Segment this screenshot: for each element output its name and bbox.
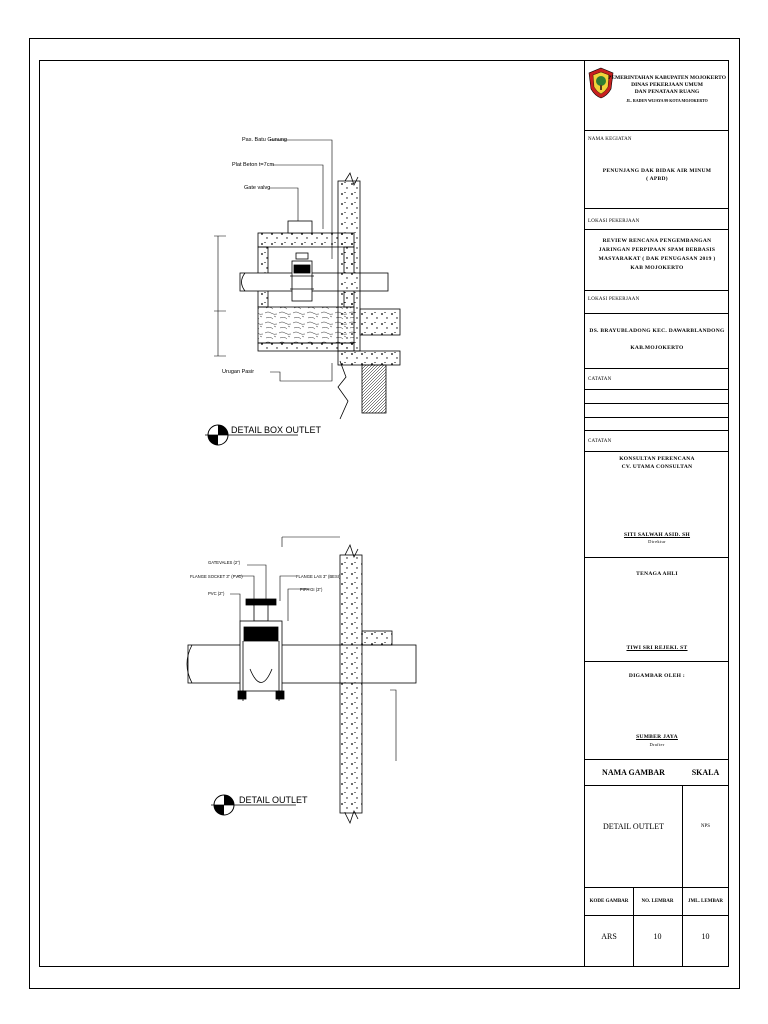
kode-gambar-value: ARS bbox=[601, 932, 617, 941]
no-lembar-label: NO. LEMBAR bbox=[641, 899, 674, 904]
box-outlet-section-symbol bbox=[205, 424, 298, 446]
catatan-2-section: CATATAN KONSULTAN PERENCANA CV. UTAMA CO… bbox=[585, 431, 729, 558]
drafter-name: SUMBER JAYA bbox=[636, 734, 678, 740]
drawing-area: Pas. Batu Gunung Plat Beton t=7cm Gate v… bbox=[186, 137, 417, 825]
box-label-1: Plat Beton t=7cm bbox=[232, 162, 274, 168]
catatan-1-section: CATATAN bbox=[585, 369, 729, 431]
tenaga-ahli-name: TIWI SRI REJEKI. ST bbox=[626, 645, 688, 651]
outlet-label-0: GATEVALES (2") bbox=[208, 560, 241, 565]
agency-line2: DINAS PEKERJAAN UMUM bbox=[631, 82, 703, 88]
catatan-2-label: CATATAN bbox=[588, 439, 612, 444]
agency-header: PEMERINTAHAN KABUPATEN MOJOKERTO DINAS P… bbox=[585, 61, 729, 131]
nama-gambar-values: DETAIL OUTLET NPS bbox=[585, 786, 729, 888]
detail-box-outlet: Pas. Batu Gunung Plat Beton t=7cm Gate v… bbox=[205, 137, 401, 446]
drafter-role: Drafter bbox=[649, 742, 665, 747]
lokasi-2-line1: DS. BRAYUBLADONG KEC. DAWARBLANDONG bbox=[589, 328, 725, 334]
agency-line3: DAN PENATAAN RUANG bbox=[634, 89, 700, 95]
lokasi-pekerjaan-2-label: LOKASI PEKERJAAN bbox=[588, 297, 640, 302]
lokasi-pekerjaan-1-section: LOKASI PEKERJAAN REVIEW RENCANA PENGEMBA… bbox=[585, 209, 729, 291]
nama-kegiatan-label: NAMA KEGIATAN bbox=[588, 137, 632, 142]
sheet-inner-border bbox=[39, 60, 729, 967]
skala-value: NPS bbox=[700, 824, 711, 829]
lokasi-2-line2: KAB.MOJOKERTO bbox=[630, 345, 684, 351]
tenaga-ahli-section: TENAGA AHLI TIWI SRI REJEKI. ST bbox=[585, 558, 729, 662]
kode-gambar-values: ARS 10 10 bbox=[585, 916, 729, 966]
skala-label: SKALA bbox=[691, 768, 720, 777]
detail-outlet: GATEVALES (2") FLANGE SOCKET 3" (PVC) PV… bbox=[186, 536, 417, 825]
nama-kegiatan-section: NAMA KEGIATAN PENUNJANG DAK BIDAK AIR MI… bbox=[585, 131, 729, 209]
consultant-line2: CV. UTAMA CONSULTAN bbox=[621, 464, 693, 470]
outlet-section-symbol bbox=[211, 794, 296, 816]
sheet-outer-border bbox=[29, 38, 740, 989]
nama-kegiatan-value2: ( APBD) bbox=[646, 176, 668, 182]
kode-gambar-header: KODE GAMBAR NO. LEMBAR JML. LEMBAR bbox=[585, 888, 729, 916]
outlet-label-3: FLANGE LAS 3" (BESI) bbox=[296, 574, 341, 579]
digambar-label: DIGAMBAR OLEH : bbox=[628, 673, 686, 679]
tenaga-ahli-label: TENAGA AHLI bbox=[636, 571, 678, 577]
nama-gambar-header: NAMA GAMBAR SKALA bbox=[585, 760, 729, 786]
nama-gambar-value: DETAIL OUTLET bbox=[602, 822, 665, 831]
agency-line1: PEMERINTAHAN KABUPATEN MOJOKERTO bbox=[608, 75, 726, 81]
lokasi-1-line-1: JARINGAN PERPIPAAN SPAM BERBASIS bbox=[598, 247, 716, 253]
lokasi-pekerjaan-2-section: LOKASI PEKERJAAN DS. BRAYUBLADONG KEC. D… bbox=[585, 291, 729, 369]
nama-gambar-label: NAMA GAMBAR bbox=[602, 768, 665, 777]
nama-kegiatan-value1: PENUNJANG DAK BIDAK AIR MINUM bbox=[602, 168, 712, 174]
consultant-line1: KONSULTAN PERENCANA bbox=[619, 456, 695, 462]
outlet-title: DETAIL OUTLET bbox=[239, 795, 308, 805]
lokasi-1-line-0: REVIEW RENCANA PENGEMBANGAN bbox=[602, 238, 712, 244]
box-label-3: Urugan Pasir bbox=[222, 369, 254, 375]
box-label-0: Pas. Batu Gunung bbox=[242, 137, 287, 143]
director-role: Direktur bbox=[648, 539, 666, 544]
jml-lembar-value: 10 bbox=[701, 932, 710, 941]
agency-logo bbox=[588, 67, 614, 99]
outlet-label-4: PIPA GI (3") bbox=[300, 587, 323, 592]
agency-address: JL. RADEN WIJAYA 99 KOTA MOJOKERTO bbox=[626, 98, 708, 103]
box-outlet-title: DETAIL BOX OUTLET bbox=[231, 425, 322, 435]
kode-gambar-label: KODE GAMBAR bbox=[589, 899, 629, 904]
title-block: PEMERINTAHAN KABUPATEN MOJOKERTO DINAS P… bbox=[584, 61, 729, 966]
lokasi-1-line-2: MASYARAKAT ( DAK PENUGASAN 2019 ) bbox=[598, 256, 716, 262]
lokasi-1-line-3: KAB MOJOKERTO bbox=[630, 265, 684, 271]
director-name: SITI SALWAH ASID. SH bbox=[623, 532, 691, 538]
box-label-2: Gate valvg bbox=[244, 185, 270, 191]
outlet-label-1: FLANGE SOCKET 3" (PVC) bbox=[190, 574, 243, 579]
no-lembar-value: 10 bbox=[653, 932, 662, 941]
jml-lembar-label: JML. LEMBAR bbox=[688, 899, 723, 904]
lokasi-pekerjaan-1-label: LOKASI PEKERJAAN bbox=[588, 219, 640, 224]
outlet-label-2: PVC (2") bbox=[208, 591, 225, 596]
catatan-1-label: CATATAN bbox=[588, 377, 612, 382]
digambar-section: DIGAMBAR OLEH : SUMBER JAYA Drafter bbox=[585, 662, 729, 760]
